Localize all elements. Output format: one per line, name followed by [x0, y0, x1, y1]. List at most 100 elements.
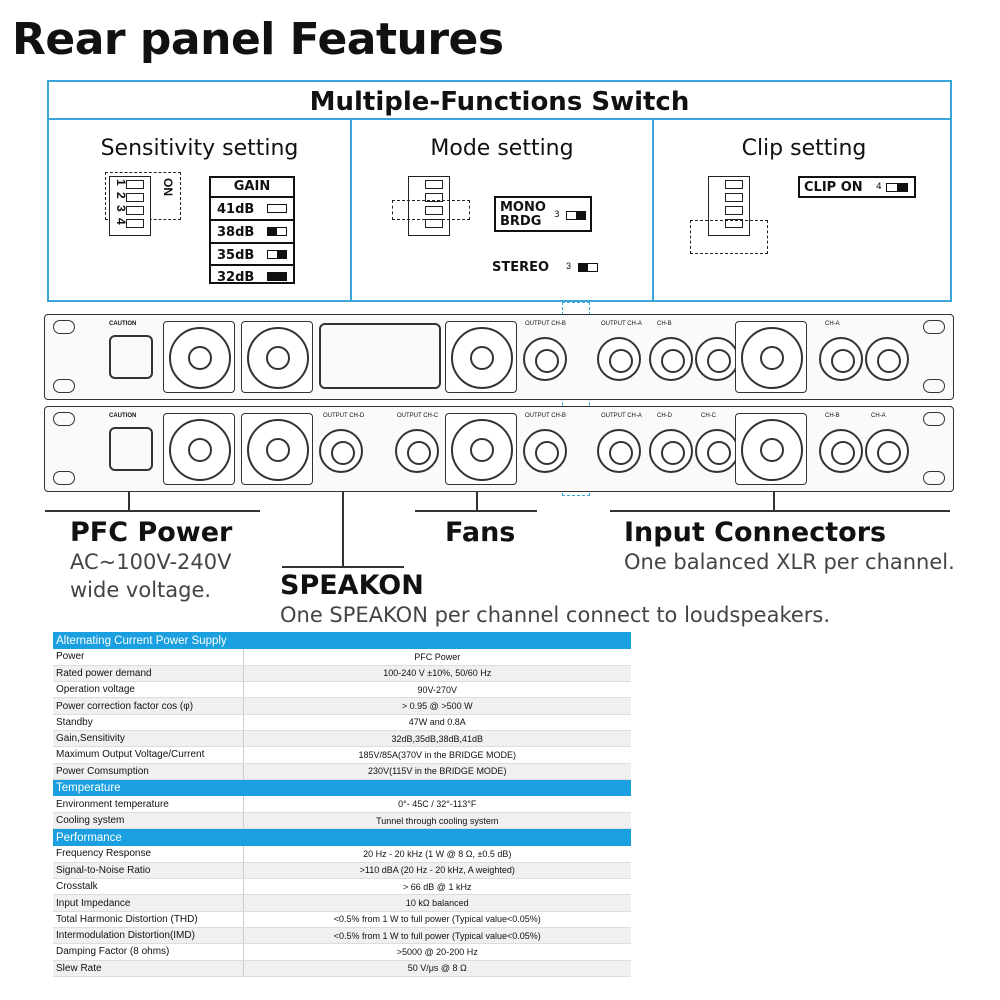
spec-key: Signal-to-Noise Ratio	[53, 862, 244, 880]
xlr-connector	[819, 429, 863, 473]
cha-label: CH-A	[825, 321, 840, 327]
output-chd-label: OUTPUT CH-D	[323, 413, 365, 419]
gain-row: 32dB	[211, 264, 293, 286]
rack-ear-icon	[53, 412, 75, 426]
fan-icon	[163, 321, 235, 393]
xlr-connector	[695, 429, 739, 473]
switch-indicator-icon	[886, 183, 908, 192]
gain-value: 35dB	[217, 248, 255, 263]
display-panel	[319, 323, 441, 389]
speakon-connector	[523, 337, 567, 381]
spec-value: 185V/85A(370V in the BRIDGE MODE)	[243, 746, 631, 764]
xlr-connector	[695, 337, 739, 381]
mode-dip-highlight	[392, 200, 470, 220]
gain-row: 35dB	[211, 242, 293, 264]
mode-title: Mode setting	[430, 136, 574, 161]
output-cha-label: OUTPUT CH-A	[601, 321, 642, 327]
chc-label: CH-C	[701, 413, 716, 419]
stereo-dip-number: 3	[566, 261, 572, 271]
chb-label: CH-B	[825, 413, 840, 419]
spec-section-header: Performance	[53, 828, 631, 846]
dip-number-4: 4	[114, 218, 128, 225]
fan-icon	[241, 321, 313, 393]
xlr-connector	[865, 429, 909, 473]
caution-label: CAUTION	[109, 321, 137, 327]
spec-key: Rated power demand	[53, 665, 244, 683]
callout-line	[476, 492, 478, 510]
clip-on-label-box: CLIP ON 4	[798, 176, 916, 198]
spec-value: 50 V/μs @ 8 Ω	[243, 960, 631, 977]
spec-row: Damping Factor (8 ohms)>5000 @ 20-200 Hz	[53, 943, 631, 961]
dip-toggle	[725, 180, 743, 189]
spec-value: 32dB,35dB,38dB,41dB	[243, 730, 631, 748]
spec-section-title: Alternating Current Power Supply	[53, 632, 631, 649]
output-chc-label: OUTPUT CH-C	[397, 413, 439, 419]
spec-value: PFC Power	[243, 649, 631, 666]
dip-toggle	[725, 193, 743, 202]
power-inlet-icon	[109, 335, 153, 379]
spec-value: > 0.95 @ >500 W	[243, 697, 631, 715]
power-inlet-icon	[109, 427, 153, 471]
gain-value: 41dB	[217, 202, 255, 217]
spec-value: >5000 @ 20-200 Hz	[243, 943, 631, 961]
switch-indicator-icon	[578, 263, 598, 272]
gain-table: GAIN 41dB 38dB 35dB 32dB	[209, 176, 295, 286]
fan-icon	[735, 321, 807, 393]
brdg-label: BRDG	[500, 214, 542, 229]
pfc-line2: wide voltage.	[70, 578, 212, 602]
spec-row: Power correction factor cos (φ)> 0.95 @ …	[53, 697, 631, 715]
output-cha-label: OUTPUT CH-A	[601, 413, 642, 419]
dip-toggle	[725, 206, 743, 215]
rear-panel-2ch: CAUTION OUTPUT CH-B OUTPUT CH-A CH-B CH-…	[44, 314, 954, 400]
chd-label: CH-D	[657, 413, 672, 419]
spec-key: Slew Rate	[53, 960, 244, 977]
rack-ear-icon	[53, 320, 75, 334]
stereo-label: STEREO	[492, 260, 550, 275]
mono-label: MONO	[500, 200, 546, 215]
dip-toggle	[425, 180, 443, 189]
spec-key: Gain,Sensitivity	[53, 730, 244, 748]
speakon-connector	[395, 429, 439, 473]
spec-key: Power Comsumption	[53, 763, 244, 780]
spec-key: Damping Factor (8 ohms)	[53, 943, 244, 961]
spec-key: Standby	[53, 714, 244, 731]
fans-title: Fans	[445, 517, 516, 548]
dip-number-2: 2	[114, 192, 128, 199]
clip-dip-highlight	[690, 220, 768, 254]
spec-key: Total Harmonic Distortion (THD)	[53, 911, 244, 928]
speakon-connector	[597, 429, 641, 473]
spec-value: Tunnel through cooling system	[243, 812, 631, 830]
gain-value: 32dB	[217, 270, 255, 285]
dip-toggle	[126, 180, 144, 189]
mode-cell: Mode setting MONO BRDG 3 STEREO 3	[350, 120, 652, 302]
speakon-desc: One SPEAKON per channel connect to louds…	[280, 603, 831, 627]
sensitivity-title: Sensitivity setting	[100, 136, 299, 161]
rack-ear-icon	[923, 379, 945, 393]
dip-number-3: 3	[114, 205, 128, 212]
spec-value: >110 dBA (20 Hz - 20 kHz, A weighted)	[243, 862, 631, 880]
fan-icon	[241, 413, 313, 485]
spec-value: 47W and 0.8A	[243, 714, 631, 731]
speakon-connector	[523, 429, 567, 473]
spec-key: Environment temperature	[53, 796, 244, 814]
fan-icon	[735, 413, 807, 485]
output-chb-label: OUTPUT CH-B	[525, 413, 566, 419]
input-title: Input Connectors	[624, 517, 887, 548]
callout-line	[45, 510, 260, 512]
spec-key: Maximum Output Voltage/Current	[53, 746, 244, 764]
spec-value: 230V(115V in the BRIDGE MODE)	[243, 763, 631, 780]
input-desc: One balanced XLR per channel.	[624, 550, 955, 574]
spec-row: Signal-to-Noise Ratio>110 dBA (20 Hz - 2…	[53, 862, 631, 880]
spec-value: 10 kΩ balanced	[243, 894, 631, 912]
speakon-connector	[319, 429, 363, 473]
gain-value: 38dB	[217, 225, 255, 240]
callout-line	[610, 510, 950, 512]
callout-line	[415, 510, 537, 512]
xlr-connector	[865, 337, 909, 381]
